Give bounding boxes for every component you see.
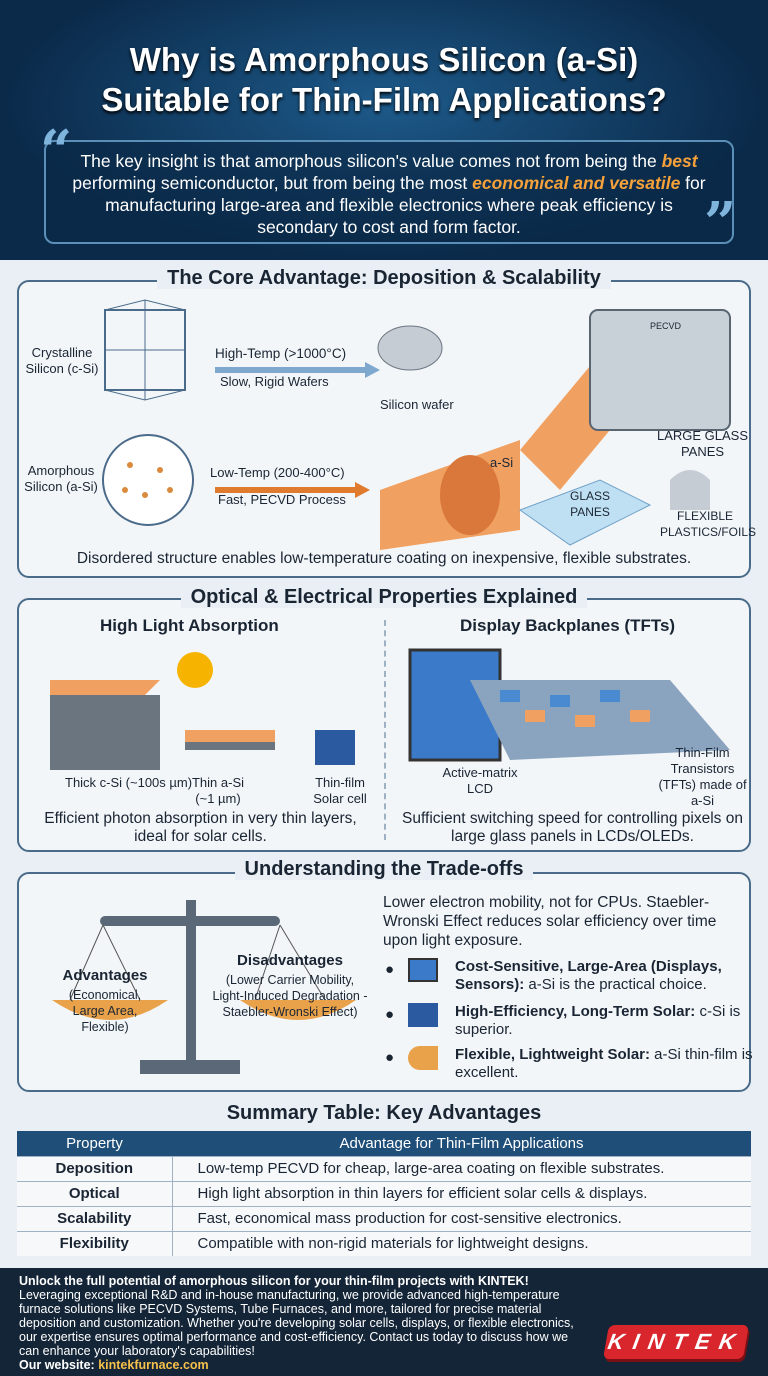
csi-label: Crystalline Silicon (c-Si): [25, 345, 99, 376]
summary-title: Summary Table: Key Advantages: [0, 1102, 768, 1125]
sun-icon: [177, 652, 213, 688]
section-title: Understanding the Trade-offs: [0, 858, 768, 881]
asi-process: Low-Temp (200-400°C): [210, 465, 345, 480]
tradeoffs-intro: Lower electron mobility, not for CPUs. S…: [383, 894, 717, 949]
wafer-label: Silicon wafer: [380, 397, 454, 412]
csi-process-2: Slow, Rigid Wafers: [220, 374, 329, 389]
glass-panes-label: GLASS PANES: [569, 489, 611, 519]
flexible-solar-icon: [408, 1046, 439, 1070]
footer-headline: Unlock the full potential of amorphous s…: [19, 1274, 529, 1288]
asi-process-2: Fast, PECVD Process: [218, 492, 346, 507]
cell-label: Thin-film Solar cell: [313, 775, 367, 806]
website-link[interactable]: kintekfurnace.com: [98, 1358, 209, 1372]
open-quote-icon: “: [40, 118, 73, 184]
tft-label: Thin-Film Transistors (TFTs) made of a-S…: [658, 745, 747, 808]
optical-illustration: [50, 648, 730, 770]
thin-label: Thin a-Si (~1 µm): [191, 775, 245, 806]
table-header: Property: [17, 1131, 172, 1156]
solar-cell-icon: [315, 730, 355, 765]
bullet-item: ● Flexible, Lightweight Solar: a-Si thin…: [385, 1046, 753, 1081]
asi-arrow-label: a-Si: [490, 455, 514, 470]
bullet-item: ● Cost-Sensitive, Large-Area (Displays, …: [385, 958, 722, 993]
monitor-icon: [408, 958, 439, 982]
core-caption: Disordered structure enables low-tempera…: [76, 550, 692, 567]
advantages-desc: (Economical, Large Area, Flexible): [68, 988, 142, 1034]
pecvd-machine-icon: [589, 309, 731, 431]
advantages-title: Advantages: [62, 967, 148, 984]
thick-si-block: [50, 695, 160, 770]
tft-title: Display Backplanes (TFTs): [460, 616, 676, 635]
thick-label: Thick c-Si (~100s µm): [65, 775, 193, 790]
kintek-logo: KINTEK: [603, 1325, 749, 1359]
absorption-caption: Efficient photon absorption in very thin…: [44, 810, 357, 845]
footer: Unlock the full potential of amorphous s…: [0, 1268, 768, 1376]
key-insight-quote: The key insight is that amorphous silico…: [44, 140, 734, 244]
thin-si-layer: [185, 730, 275, 742]
machine-label: PECVD: [650, 321, 682, 331]
glass-pane-icon: [518, 479, 652, 546]
table-header: Advantage for Thin-Film Applications: [172, 1131, 751, 1156]
header: Why is Amorphous Silicon (a-Si)Suitable …: [0, 0, 768, 260]
disadvantages-desc: (Lower Carrier Mobility, Light-Induced D…: [212, 973, 368, 1019]
divider: [384, 620, 386, 840]
crystal-lattice-icon: [104, 299, 186, 401]
balance-scale-icon: [52, 900, 356, 1074]
lcd-label: Active-matrix LCD: [442, 765, 518, 796]
website-label: Our website:: [19, 1358, 99, 1372]
deposition-illustration: [102, 299, 731, 550]
foil-icon: [670, 470, 710, 510]
tradeoffs-section: [17, 872, 751, 1092]
section-title: The Core Advantage: Deposition & Scalabi…: [0, 267, 768, 290]
bullet-item: ● High-Efficiency, Long-Term Solar: c-Si…: [385, 1003, 741, 1038]
section-title: Optical & Electrical Properties Explaine…: [0, 586, 768, 609]
amorphous-structure-icon: [102, 434, 194, 526]
tft-caption: Sufficient switching speed for controlli…: [402, 810, 743, 845]
solar-panel-icon: [408, 1003, 439, 1027]
asi-label: Amorphous Silicon (a-Si): [24, 463, 98, 494]
wafer-icon: [377, 325, 443, 371]
flexible-label: FLEXIBLE PLASTICS/FOILS: [660, 509, 757, 539]
close-quote-icon: ”: [704, 190, 737, 256]
large-panes-label: LARGE GLASS PANES: [656, 428, 749, 459]
tft-array-icon: [470, 680, 730, 760]
page-title: Why is Amorphous Silicon (a-Si)Suitable …: [101, 41, 667, 118]
csi-process: High-Temp (>1000°C): [215, 346, 347, 361]
absorption-title: High Light Absorption: [100, 616, 279, 635]
disadvantages-title: Disadvantages: [237, 952, 343, 969]
footer-body: Leveraging exceptional R&D and in-house …: [19, 1288, 574, 1358]
